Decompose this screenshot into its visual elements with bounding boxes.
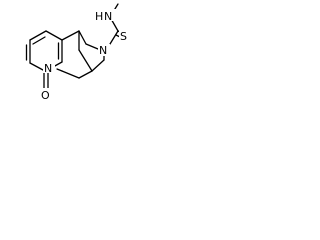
bond [91, 59, 105, 72]
pyridone-ring [25, 30, 63, 89]
bond [78, 30, 87, 45]
bond [109, 30, 119, 45]
bond [32, 36, 46, 45]
bond [29, 30, 47, 41]
atom-labels: N N O N H S [40, 9, 131, 102]
bond [78, 70, 93, 79]
bond [61, 30, 80, 41]
bridged-ring [56, 30, 105, 79]
atom-label-n: N [104, 10, 112, 23]
bond [61, 70, 80, 79]
atom-label-h: H [95, 10, 103, 23]
atom-label-s: S [120, 30, 127, 43]
atom-label-n: N [99, 44, 107, 57]
bond [45, 30, 63, 41]
bond [29, 62, 44, 71]
atom-label-n: N [44, 62, 52, 75]
bond [85, 43, 99, 50]
atom-label-o: O [41, 89, 50, 102]
bond [78, 49, 93, 72]
chemical-structure-diagram: N N O N H S [25, 3, 131, 102]
bond [56, 68, 63, 72]
